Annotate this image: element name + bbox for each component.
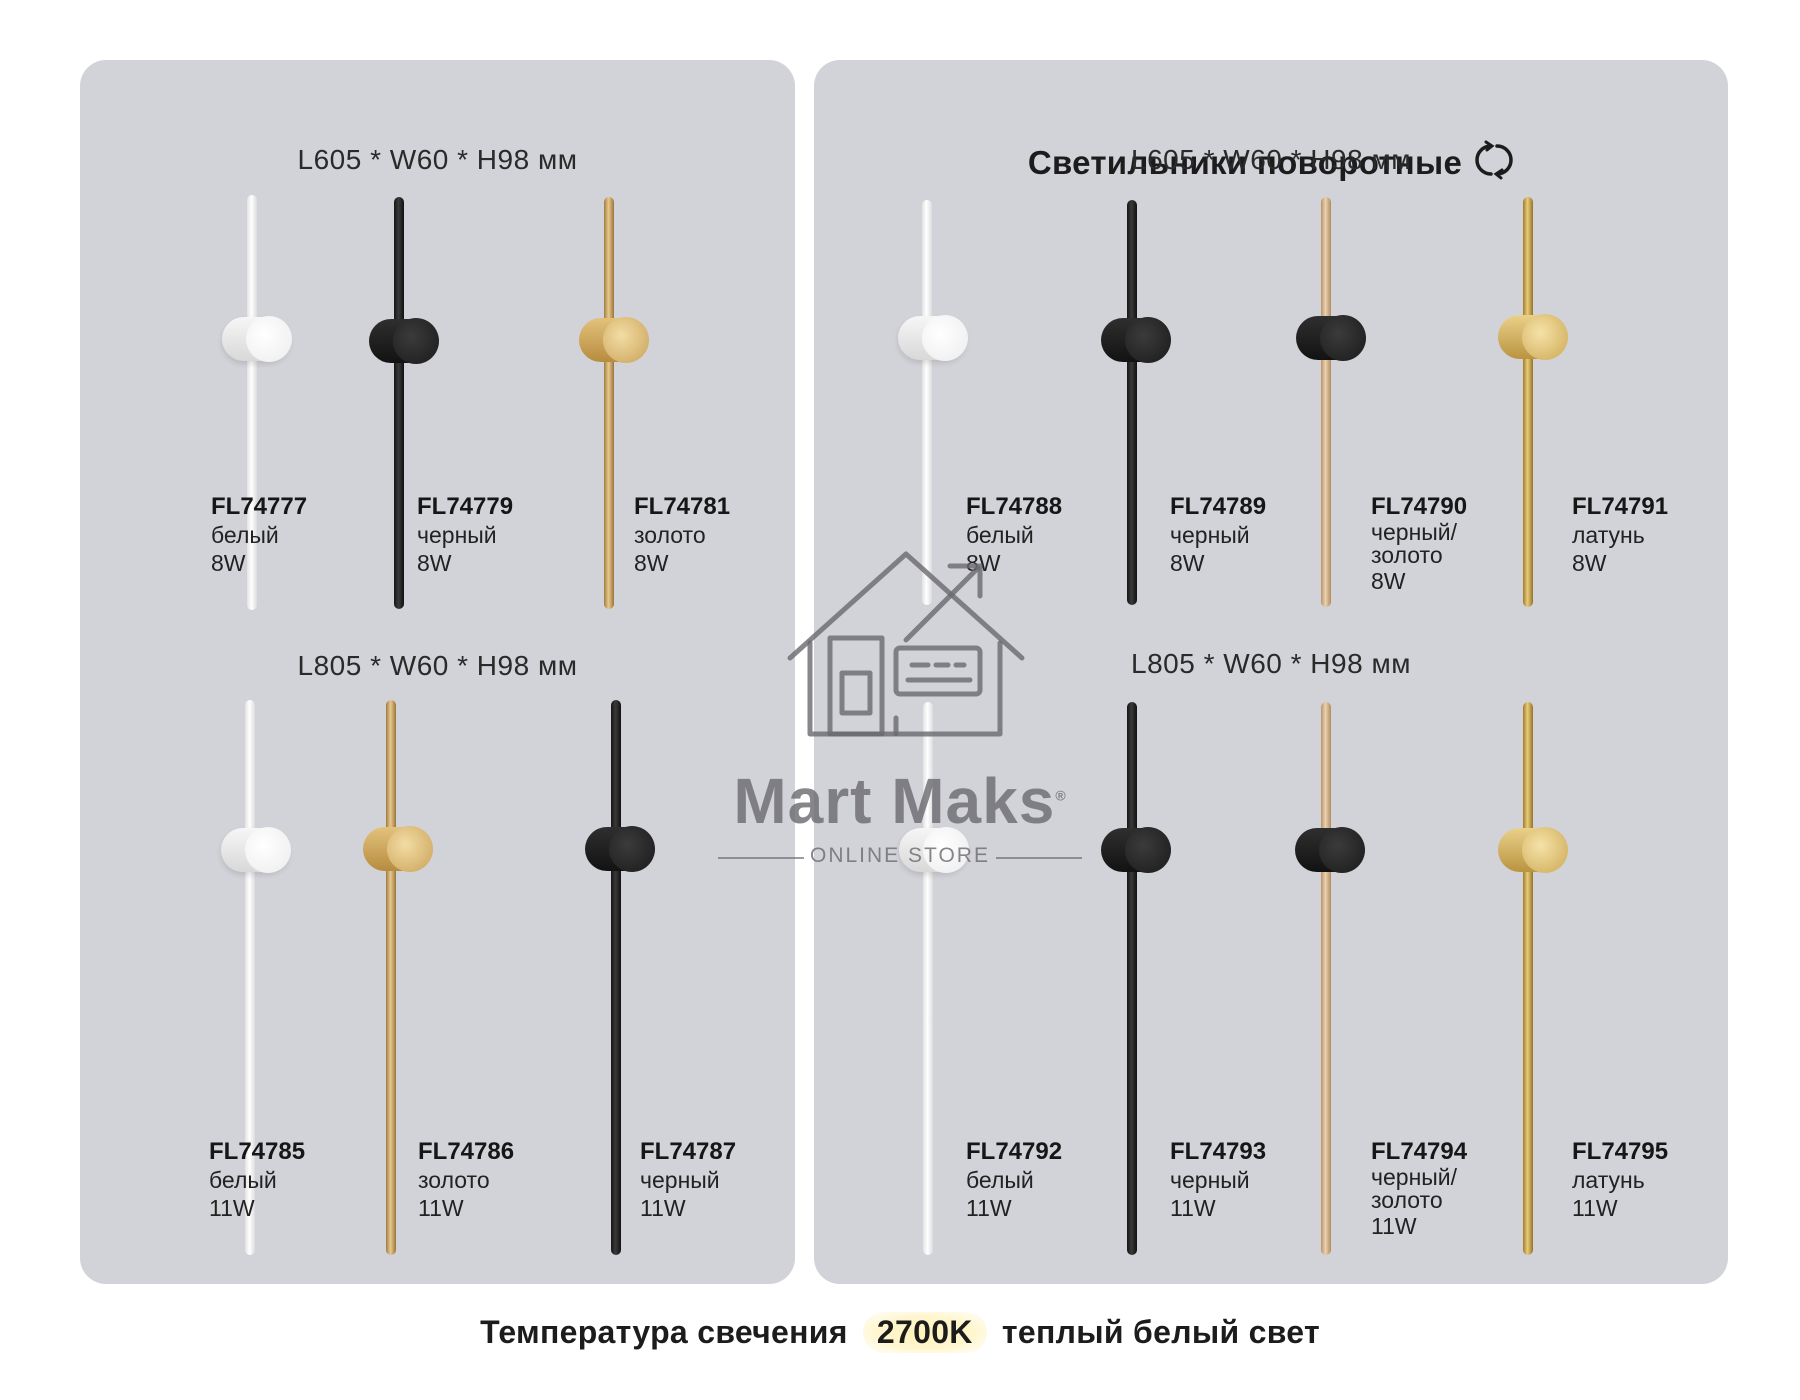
watermark-rule	[996, 857, 1082, 859]
product-label: FL74793 черный 11W	[1170, 1138, 1267, 1221]
watermark-name: Mart Maks®	[733, 765, 1067, 837]
panel-title-text: Светильники поворотные	[1027, 144, 1463, 181]
product-label: FL74788 белый 8W	[966, 493, 1063, 576]
product-label: FL74789 черный 8W	[1170, 493, 1267, 576]
right-panel: Светильники поворотные L605 * W60 * H98 …	[814, 60, 1728, 1284]
color-temperature-badge: 2700K	[862, 1312, 987, 1353]
product-label: FL74794 черный/ золото 11W	[1371, 1138, 1468, 1239]
rotate-icon	[1474, 140, 1514, 188]
house-logo-icon	[787, 551, 1025, 737]
dimensions-label: L805 * W60 * H98 мм	[1131, 648, 1411, 679]
dimensions-label: L605 * W60 * H98 мм	[297, 144, 578, 175]
panel-title: Светильники поворотные	[814, 140, 1728, 188]
product-label: FL74791 латунь 8W	[1572, 493, 1669, 576]
dimensions-label: L805 * W60 * H98 мм	[297, 650, 578, 681]
product-label: FL74777 белый 8W	[211, 493, 308, 576]
left-panel: L605 * W60 * H98 мм L805 * W60 * H98 мм …	[80, 60, 795, 1284]
product-label: FL74786 золото 11W	[418, 1138, 515, 1221]
footer-caption: Температура свечения 2700K теплый белый …	[0, 1312, 1800, 1353]
watermark-rule	[718, 857, 804, 859]
product-label: FL74787 черный 11W	[640, 1138, 737, 1221]
product-label: FL74792 белый 11W	[966, 1138, 1063, 1221]
watermark: Mart Maks® ONLINE STORE	[700, 548, 1100, 868]
watermark-subtitle: ONLINE STORE	[810, 844, 990, 867]
product-label: FL74795 латунь 11W	[1572, 1138, 1669, 1221]
product-label: FL74785 белый 11W	[209, 1138, 306, 1221]
footer-suffix: теплый белый свет	[1001, 1314, 1320, 1350]
footer-prefix: Температура свечения	[480, 1314, 848, 1350]
product-label: FL74779 черный 8W	[417, 493, 514, 576]
dimensions-label: L605 * W60 * H98 мм	[1131, 144, 1411, 175]
product-label: FL74781 золото 8W	[634, 493, 731, 576]
product-label: FL74790 черный/ золото 8W	[1371, 493, 1468, 594]
